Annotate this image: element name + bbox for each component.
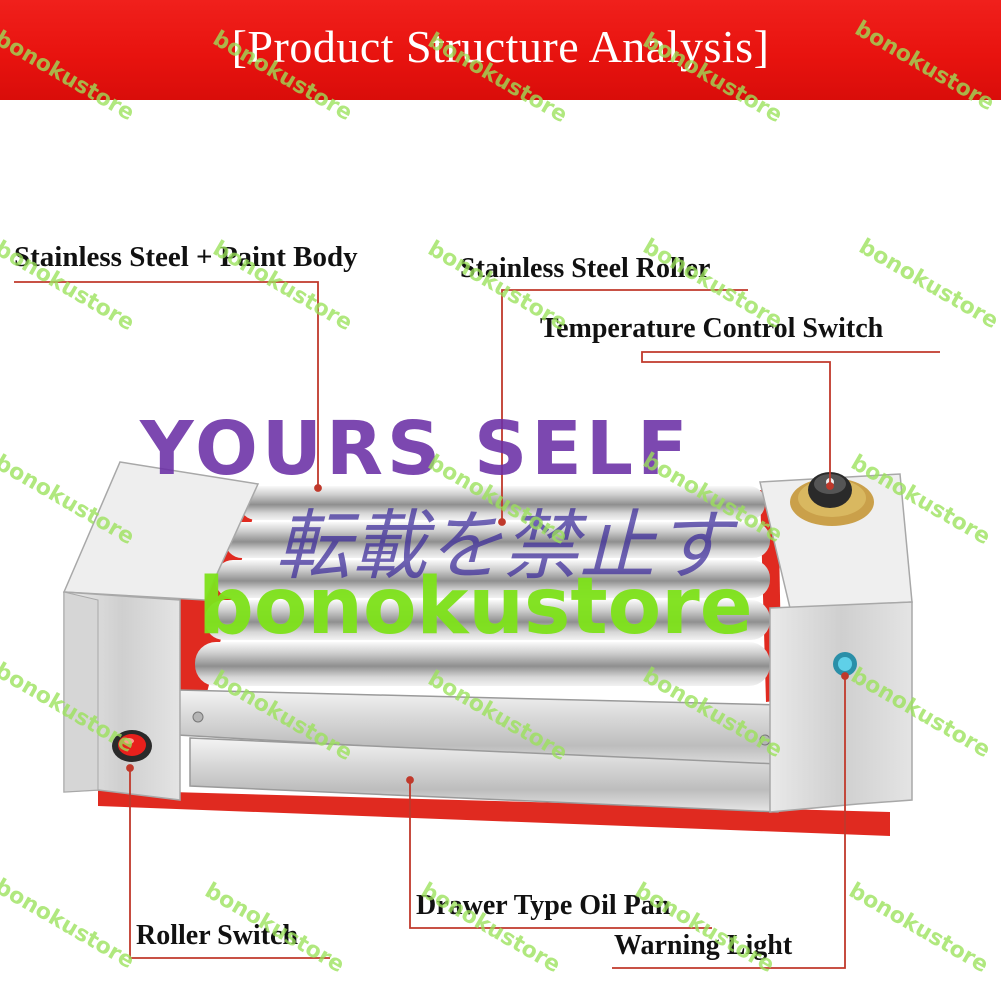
callout-roller-switch: Roller Switch (136, 920, 299, 951)
leader-line-body (14, 281, 319, 486)
roller (205, 600, 770, 640)
watermark-japanese: 転載を禁止す (275, 501, 731, 590)
leader-dot-temperature (826, 482, 834, 490)
screw (192, 711, 204, 723)
leader-dot-roller (498, 518, 506, 526)
watermark-yours-self: YOURS SELF (140, 406, 692, 492)
leader-line-warning-light (612, 676, 846, 969)
leader-dot-warning-light (841, 672, 849, 680)
leader-dot-roller-switch (126, 764, 134, 772)
roller-switch-button (112, 730, 152, 762)
temperature-knob (790, 472, 874, 526)
leader-line-roller-switch (129, 768, 330, 959)
red-base-plate (98, 790, 890, 836)
leader-line-temperature (641, 351, 940, 484)
callout-oil-pan: Drawer Type Oil Pan (416, 890, 671, 921)
right-housing-front (769, 601, 913, 813)
left-housing-top (62, 461, 260, 601)
leader-dot-oil-pan (406, 776, 414, 784)
callout-roller: Stainless Steel Roller (460, 253, 711, 284)
header-banner: [Product Structure Analysis] (0, 0, 1001, 100)
callout-warning-light: Warning Light (614, 930, 793, 961)
callout-body: Stainless Steel + Paint Body (14, 241, 358, 273)
roller (195, 642, 770, 686)
watermark-store-large: bonokustore (198, 562, 753, 652)
roller (215, 560, 770, 598)
roller (225, 522, 770, 558)
page-title: [Product Structure Analysis] (231, 21, 770, 72)
warning-light (833, 652, 857, 676)
leader-line-oil-pan (409, 780, 712, 929)
leader-lines (14, 281, 940, 969)
leader-line-roller (501, 289, 748, 520)
leader-dot-body (314, 484, 322, 492)
left-housing-side (63, 591, 99, 793)
callout-temperature: Temperature Control Switch (540, 313, 884, 344)
